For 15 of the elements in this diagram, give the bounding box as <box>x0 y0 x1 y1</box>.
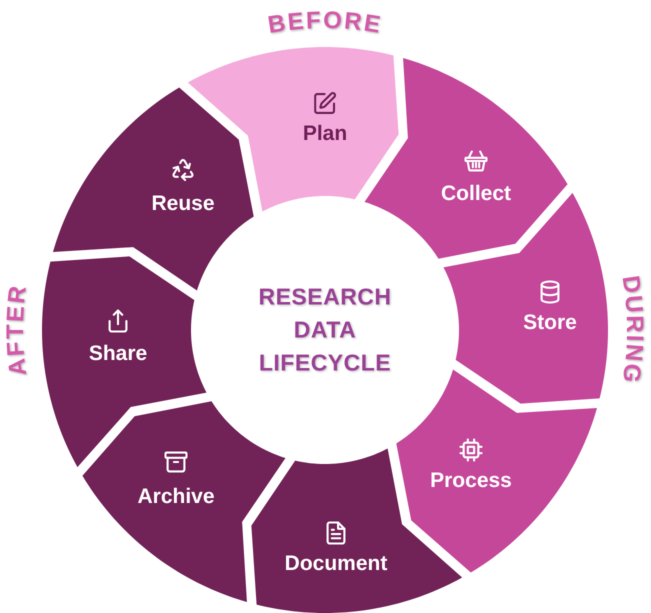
phase-label: BEFORE <box>266 6 384 39</box>
segment-label: Archive <box>137 485 215 509</box>
segment-label: Process <box>430 469 512 493</box>
ring-segment <box>52 87 254 291</box>
ring-segment <box>82 401 286 603</box>
ring-segment <box>42 256 207 468</box>
segment-label: Document <box>284 552 388 576</box>
ring-segment <box>364 57 568 259</box>
segment-label: Plan <box>302 122 348 146</box>
segment-label: Store <box>523 311 577 335</box>
hub-title: RESEARCH DATA LIFECYCLE <box>257 282 393 378</box>
segment-label: Share <box>88 342 148 366</box>
segment-label: Collect <box>441 182 511 206</box>
segment-label: Reuse <box>151 192 215 216</box>
ring-segment <box>396 369 598 573</box>
